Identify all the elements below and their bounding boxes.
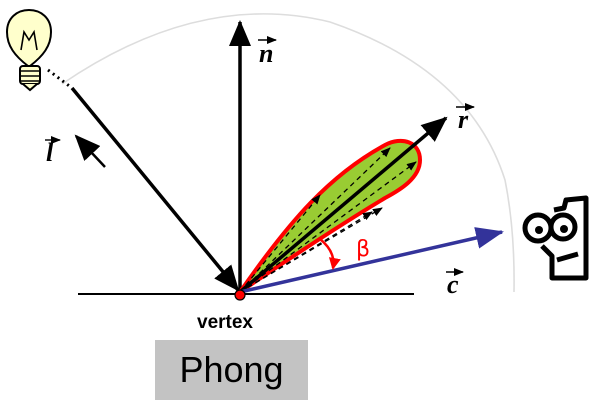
- camera-label: c: [446, 268, 464, 299]
- angle-label: β: [356, 237, 370, 262]
- svg-text:r: r: [458, 105, 469, 134]
- camera-vector: [239, 227, 504, 294]
- caption-text: Phong: [179, 349, 284, 390]
- reflection-arc-guide: [61, 13, 515, 293]
- reflection-vector: [238, 116, 448, 294]
- svg-text:c: c: [447, 270, 459, 299]
- caption-box: Phong: [155, 340, 308, 400]
- light-vector-dotted: [47, 68, 73, 90]
- svg-text:l: l: [46, 138, 54, 167]
- angle-arc: [319, 238, 341, 270]
- vertex-dot: [234, 289, 246, 301]
- lobe-rays: [239, 147, 417, 293]
- eye-viewer-icon: [522, 195, 589, 281]
- normal-label: n: [258, 36, 277, 68]
- reflect-label: r: [456, 103, 475, 134]
- vertex-label: vertex: [197, 312, 253, 333]
- light-bulb-icon: [5, 8, 53, 92]
- svg-text:n: n: [259, 39, 273, 68]
- light-label: l: [45, 136, 61, 167]
- light-vector: [70, 86, 240, 292]
- light-direction-indicator: [74, 134, 106, 168]
